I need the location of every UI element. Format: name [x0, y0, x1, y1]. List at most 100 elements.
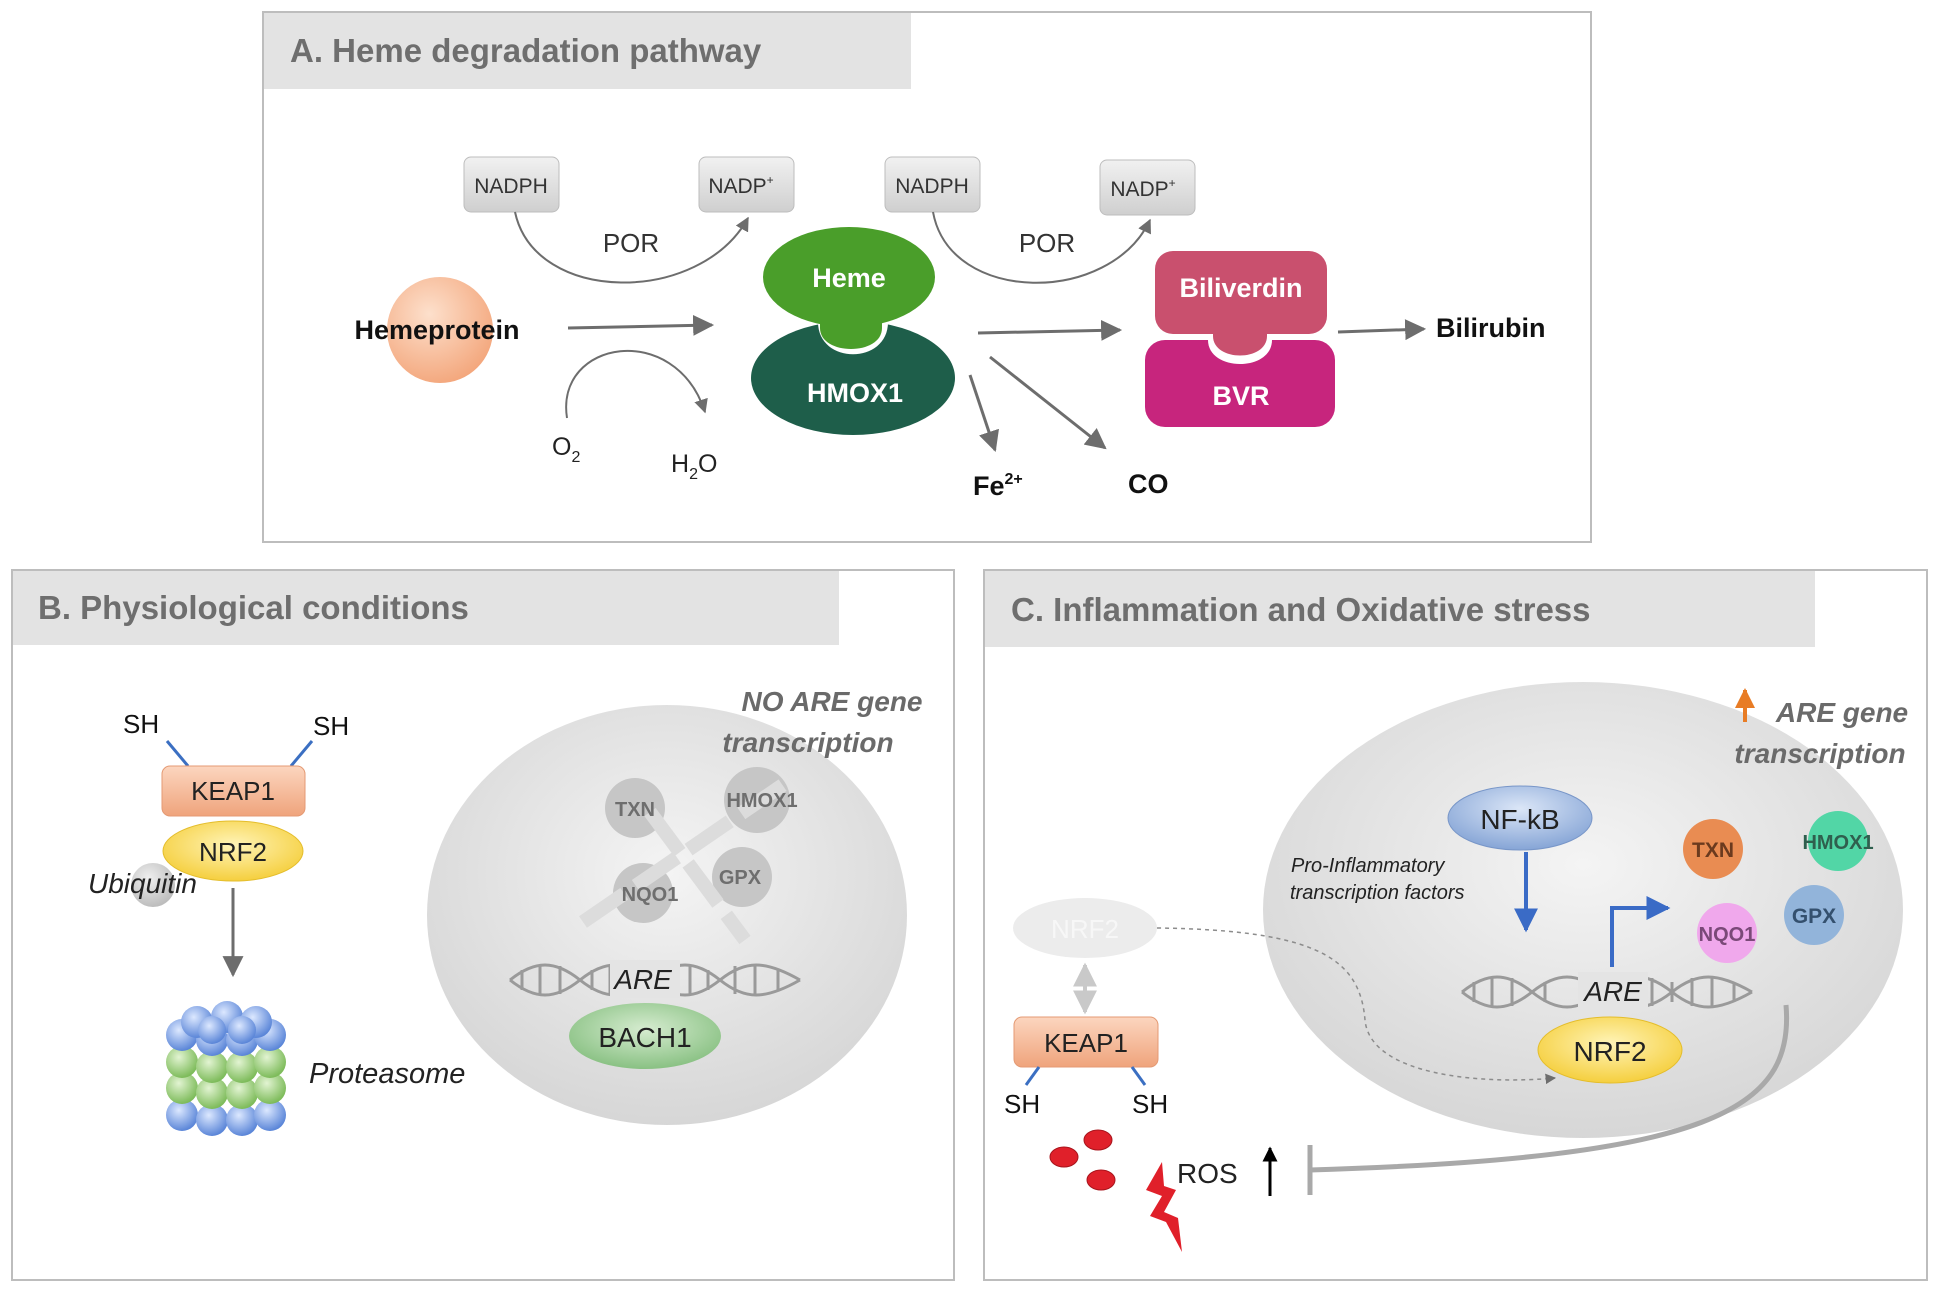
- svg-text:H2O: H2O: [671, 450, 717, 483]
- pro-inflammatory-line1: Pro-Inflammatory: [1291, 855, 1445, 877]
- hmox1-ellipse: [751, 321, 955, 435]
- inhibition-arc: [1309, 1004, 1790, 1173]
- keap1-box: [161, 765, 306, 817]
- por-arc-1: [514, 211, 749, 284]
- nrf2-label: NRF2: [199, 837, 267, 867]
- nrf2-nuclear-ellipse: [1537, 1016, 1683, 1084]
- h2o-sub: 2: [689, 466, 698, 483]
- nqo1-gene-c-circle: [1697, 903, 1757, 963]
- hmox1-gene-c-circle: [1808, 811, 1868, 871]
- sh-bond-right: [289, 740, 314, 767]
- por-label-1: POR: [603, 228, 659, 258]
- o2-sub: 2: [571, 449, 580, 466]
- hemeprotein-circle: [387, 277, 493, 383]
- nadp-sup-1: +: [767, 173, 774, 187]
- proteasome-label: Proteasome: [309, 1058, 465, 1090]
- o2-h2o-arc: [565, 349, 708, 419]
- panel-c: C. Inflammation and Oxidative stress ARE…: [983, 569, 1928, 1281]
- bach1-ellipse: [569, 1003, 721, 1069]
- ros-particles: [1049, 1129, 1116, 1191]
- nadph-label-1: NADPH: [474, 175, 548, 198]
- nrf2-faded-label: NRF2: [1051, 914, 1119, 944]
- lightning-icon: [1146, 1162, 1182, 1252]
- nqo1-gene-b: NQO1: [622, 884, 679, 906]
- nadp-box-2: NADP+: [1099, 159, 1196, 216]
- sh-left-label: SH: [123, 709, 159, 739]
- pro-inflammatory-line2: transcription factors: [1290, 882, 1465, 904]
- keap1-box-c: [1013, 1016, 1159, 1068]
- no-are-line2: transcription: [722, 727, 893, 758]
- transcription-arrow: [1610, 896, 1671, 967]
- nadp-label-2: NADP: [1110, 178, 1168, 201]
- o2-label: O: [552, 433, 571, 461]
- gpx-gene-c: GPX: [1792, 905, 1836, 928]
- nrf2-faded-ellipse: [1013, 898, 1157, 958]
- panel-b-title-bar: [13, 571, 839, 645]
- panel-b-title: B. Physiological conditions: [38, 589, 469, 626]
- arrow-biliverdin-to-bilirubin: [1337, 319, 1427, 341]
- proteasome-icon: [166, 1001, 286, 1136]
- hmox1-gene-b: HMOX1: [726, 790, 797, 812]
- are-backing-c: [1578, 972, 1648, 1010]
- panel-c-title-bar: [985, 571, 1815, 647]
- nucleus-c: [1263, 682, 1903, 1138]
- nadp-sup-2: +: [1169, 176, 1176, 190]
- h2o-o: O: [698, 450, 717, 478]
- heme-label: Heme: [812, 263, 886, 293]
- nrf2-translocation-path: [1156, 927, 1557, 1085]
- hmox1-gene-c: HMOX1: [1802, 832, 1873, 854]
- nadph-box-1: NADPH: [463, 156, 560, 213]
- svg-text:Fe2+: Fe2+: [973, 471, 1023, 501]
- svg-text:O2: O2: [552, 433, 580, 466]
- txn-gene-b: TXN: [615, 799, 655, 821]
- biliverdin-box: [1155, 251, 1327, 334]
- panel-b: B. Physiological conditions SH SH KEAP1 …: [11, 569, 955, 1281]
- ubiquitin-circle: [131, 863, 175, 907]
- sh-bond-left: [165, 740, 190, 767]
- arrow-hemeprotein-to-heme: [567, 314, 715, 336]
- are-gene-line2: transcription: [1734, 738, 1905, 769]
- bach1-label: BACH1: [598, 1022, 691, 1053]
- txn-gene-c: TXN: [1692, 839, 1734, 862]
- sh-bond-left-c: [1024, 1066, 1041, 1086]
- txn-gene-c-circle: [1683, 819, 1743, 879]
- fe-sup: 2+: [1005, 471, 1023, 488]
- nadp-box-1: NADP+: [698, 156, 795, 213]
- por-arc-2: [932, 211, 1151, 284]
- bvr-label: BVR: [1212, 381, 1269, 411]
- are-label-b: ARE: [612, 964, 672, 995]
- no-are-line1: NO ARE gene: [742, 686, 923, 717]
- faded-genes-b: [579, 767, 794, 945]
- por-label-2: POR: [1019, 228, 1075, 258]
- ros-label: ROS: [1177, 1158, 1238, 1189]
- gpx-gene-c-circle: [1784, 885, 1844, 945]
- svg-text:NADP+: NADP+: [708, 173, 773, 198]
- keap1-label-c: KEAP1: [1044, 1028, 1128, 1058]
- sh-right-label: SH: [313, 711, 349, 741]
- heme-stem: [820, 315, 882, 349]
- arrow-heme-to-co: [989, 355, 1107, 450]
- are-label-c: ARE: [1582, 976, 1642, 1007]
- svg-text:NADP+: NADP+: [1110, 176, 1175, 201]
- panel-c-title: C. Inflammation and Oxidative stress: [1011, 591, 1591, 628]
- nadph-label-2: NADPH: [895, 175, 969, 198]
- nadph-box-2: NADPH: [884, 156, 981, 213]
- co-label: CO: [1128, 469, 1169, 499]
- nrf2-ellipse: [162, 820, 304, 882]
- heme-ellipse: [763, 227, 935, 327]
- hemeprotein-label: Hemeprotein: [354, 315, 519, 345]
- biliverdin-label: Biliverdin: [1179, 273, 1302, 303]
- biliverdin-stem: [1213, 325, 1267, 356]
- arrow-heme-to-biliverdin: [977, 319, 1123, 341]
- nadp-label-1: NADP: [708, 175, 766, 198]
- ubiquitin-label: Ubiquitin: [88, 868, 197, 899]
- are-gene-line1: ARE gene: [1775, 697, 1908, 728]
- nfkb-ellipse: [1447, 785, 1593, 851]
- sh-left-label-c: SH: [1004, 1089, 1040, 1119]
- fe-label: Fe: [973, 471, 1005, 501]
- nqo1-gene-c: NQO1: [1699, 924, 1756, 946]
- hmox1-label: HMOX1: [807, 378, 903, 408]
- are-backing-b: [610, 960, 680, 998]
- nfkb-label: NF-kB: [1480, 804, 1559, 835]
